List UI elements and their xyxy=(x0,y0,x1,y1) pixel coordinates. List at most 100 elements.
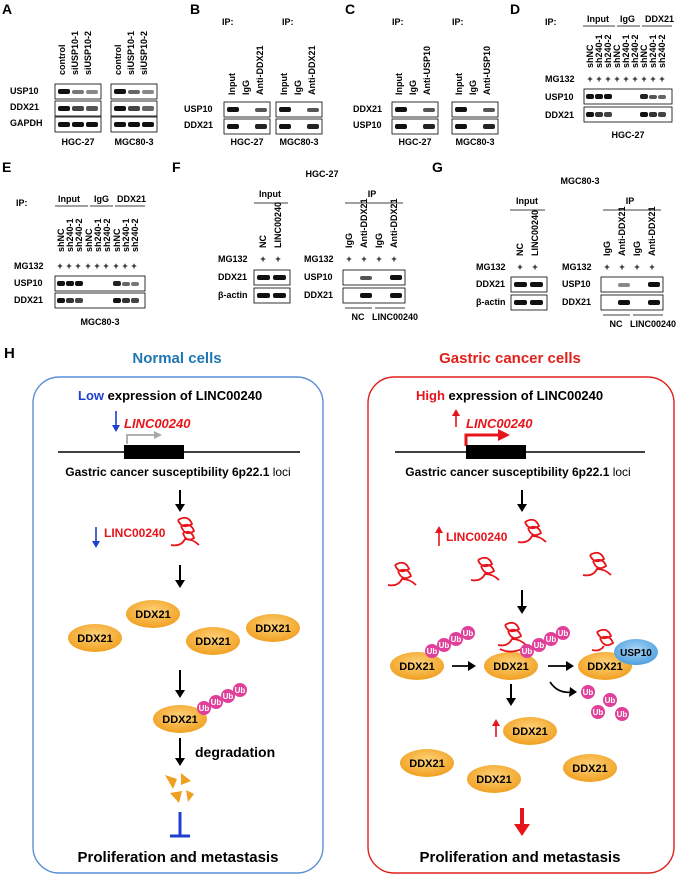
blot-group xyxy=(583,88,673,123)
lane-label: Anti-DDX21 xyxy=(617,206,627,256)
flow-arrow-icon xyxy=(175,738,185,766)
ddx21-label: DDX21 xyxy=(512,726,547,738)
up-arrow-icon xyxy=(452,409,460,427)
svg-text:Ub: Ub xyxy=(427,647,438,656)
lane-label: IgG xyxy=(602,241,612,256)
expression-level: Low xyxy=(78,388,105,403)
gene-label: LINC00240 xyxy=(466,416,533,431)
panel-d: D IP: Input IgG DDX21 shNC sh240-1 sh240… xyxy=(510,1,674,140)
flow-arrow-icon xyxy=(506,684,516,706)
panel-f: F HGC-27 Input IP NC LINC00240 IgG Anti-… xyxy=(172,159,418,322)
flow-arrow-icon xyxy=(548,661,574,671)
plus-sign: + xyxy=(623,74,628,84)
panel-letter-g: G xyxy=(432,159,443,175)
group-label: IgG xyxy=(620,14,635,24)
mg132-label: MG132 xyxy=(562,262,592,272)
ddx21-label: DDX21 xyxy=(162,714,197,726)
cell-line-label: MGC80-3 xyxy=(455,137,494,147)
normal-cells-model: Normal cells Low expression of LINC00240… xyxy=(32,350,324,874)
plus-sign: + xyxy=(659,74,664,84)
row-label: USP10 xyxy=(184,104,213,114)
group-label: NC xyxy=(352,312,365,322)
blot-group xyxy=(391,101,499,135)
blot-group xyxy=(253,269,406,304)
svg-text:Ub: Ub xyxy=(439,641,450,650)
plus-sign: + xyxy=(275,254,280,264)
lane-label: sh240-2 xyxy=(130,218,140,252)
plus-sign: + xyxy=(85,261,90,271)
lane-label: shNC xyxy=(639,44,649,68)
lane-label: siUSP10-2 xyxy=(83,31,93,75)
lane-label: shNC xyxy=(585,44,595,68)
flow-arrow-icon xyxy=(175,490,185,512)
panel-letter-f: F xyxy=(172,159,181,175)
plus-sign: + xyxy=(619,262,624,272)
row-label: USP10 xyxy=(353,120,382,130)
ddx21-label: DDX21 xyxy=(587,661,622,673)
flow-arrow-icon xyxy=(175,670,185,698)
lane-label: IgG xyxy=(241,80,251,95)
ddx21-label: DDX21 xyxy=(399,661,434,673)
plus-sign: + xyxy=(596,74,601,84)
outcome-label: Proliferation and metastasis xyxy=(78,849,279,866)
panel-letter-d: D xyxy=(510,1,520,17)
expression-level: High xyxy=(416,388,445,403)
plus-sign: + xyxy=(587,74,592,84)
ddx21-label: DDX21 xyxy=(493,661,528,673)
lane-label: Anti-USP10 xyxy=(422,46,432,95)
row-label: β-actin xyxy=(476,297,506,307)
cancer-cells-model: Gastric cancer cells High expression of … xyxy=(367,350,675,874)
down-arrow-icon xyxy=(92,527,100,548)
usp10-label: USP10 xyxy=(620,648,652,659)
row-label: DDX21 xyxy=(184,120,213,130)
blot-group xyxy=(54,83,158,133)
group-label: IgG xyxy=(94,194,109,204)
lane-label: sh240-2 xyxy=(657,34,667,68)
lncrna-icon xyxy=(497,621,527,653)
ip-label: IP: xyxy=(392,17,404,27)
lane-label: sh240-1 xyxy=(65,218,75,252)
lane-label: IgG xyxy=(408,80,418,95)
plus-sign: + xyxy=(131,261,136,271)
plus-sign: + xyxy=(66,261,71,271)
row-label: DDX21 xyxy=(562,297,591,307)
ddx21-protein xyxy=(390,652,444,680)
group-label: LINC00240 xyxy=(372,312,418,322)
row-label: USP10 xyxy=(562,279,591,289)
lane-label: shNC xyxy=(112,228,122,252)
svg-text:Ub: Ub xyxy=(617,710,628,719)
plus-sign: + xyxy=(260,254,265,264)
ddx21-protein-group: DDX21 DDX21 DDX21 DDX21 xyxy=(68,600,300,655)
svg-text:Ub: Ub xyxy=(558,629,569,638)
ddx21-protein xyxy=(68,624,122,652)
blot-group xyxy=(54,275,146,309)
ip-label: IP: xyxy=(452,17,464,27)
row-label: USP10 xyxy=(10,86,39,96)
ddx21-label: DDX21 xyxy=(476,774,511,786)
group-label: DDX21 xyxy=(645,14,674,24)
input-label: Input xyxy=(516,196,538,206)
promoter-arrow-icon xyxy=(126,431,162,444)
lncrna-icon xyxy=(591,628,615,652)
row-label: DDX21 xyxy=(476,279,505,289)
plus-sign: + xyxy=(113,261,118,271)
lane-label: shNC xyxy=(56,228,66,252)
expression-rest: expression of LINC00240 xyxy=(445,388,603,403)
lane-label: control xyxy=(113,45,123,76)
ddx21-protein xyxy=(400,749,454,777)
cell-line-label: MGC80-3 xyxy=(279,137,318,147)
panel-b: B IP: IP: Input IgG Anti-DDX21 Input IgG… xyxy=(184,1,323,147)
cell-line-label: MGC80-3 xyxy=(80,317,119,327)
plus-sign: + xyxy=(346,254,351,264)
cell-line-title: HGC-27 xyxy=(305,169,338,179)
plus-sign: + xyxy=(517,262,522,272)
row-label: DDX21 xyxy=(10,102,39,112)
lane-label: sh240-2 xyxy=(603,34,613,68)
cell-line-label: MGC80-3 xyxy=(114,137,153,147)
ddx21-label: DDX21 xyxy=(572,763,607,775)
lncrna-label: LINC00240 xyxy=(104,526,166,540)
lane-label: shNC xyxy=(84,228,94,252)
ddx21-label: DDX21 xyxy=(195,636,230,648)
expression-rest: expression of LINC00240 xyxy=(104,388,262,403)
lane-label: IgG xyxy=(293,80,303,95)
